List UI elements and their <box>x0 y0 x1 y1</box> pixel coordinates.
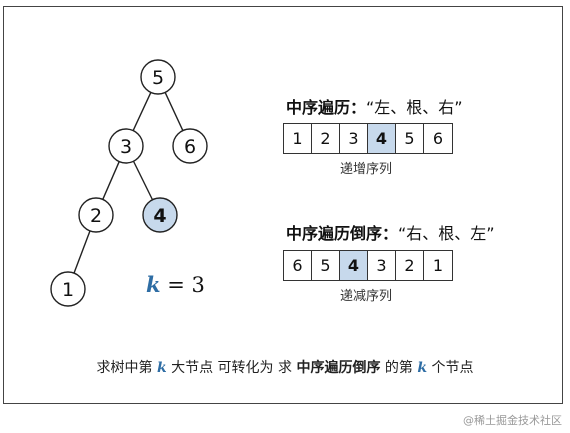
sequence-cell: 6 <box>432 129 444 148</box>
note-k-1: k <box>156 360 167 376</box>
tree-node-2 <box>78 197 114 233</box>
tree-node-3 <box>108 128 144 164</box>
tree-node-label: 4 <box>153 205 166 227</box>
tree-node-label: 3 <box>120 136 132 158</box>
tree-node-6 <box>172 128 208 164</box>
note-k-2: k <box>417 360 428 376</box>
tree-edge <box>164 92 184 131</box>
k-value: = 3 <box>160 273 205 297</box>
sequence-cell: 2 <box>312 124 340 153</box>
tree-node-label: 2 <box>90 205 102 227</box>
inorder-caption: 递增序列 <box>340 162 393 177</box>
tree-node-4 <box>142 197 178 233</box>
tree-edge <box>73 230 91 274</box>
inorder-heading-bold: 中序遍历： <box>286 98 367 117</box>
tree-node-label: 5 <box>152 67 164 89</box>
inorder-heading: 中序遍历：“左、根、右” <box>286 94 463 118</box>
note-part-3: 的第 <box>380 360 418 376</box>
tree-node-label: 1 <box>62 279 74 301</box>
sequence-cell: 3 <box>368 251 396 280</box>
bottom-note: 求树中第 k 大节点 可转化为 求 中序遍历倒序 的第 k 个节点 <box>0 357 570 377</box>
reverse-heading-rule: “右、根、左” <box>398 224 495 243</box>
sequence-cell: 4 <box>340 251 368 280</box>
note-part-1: 求树中第 <box>96 360 157 376</box>
sequence-cell: 4 <box>368 124 396 153</box>
tree-edge <box>132 92 152 131</box>
sequence-cell: 3 <box>340 124 368 153</box>
tree-node-label: 6 <box>184 136 196 158</box>
sequence-cell: 1 <box>284 124 312 153</box>
sequence-cell: 1 <box>432 256 444 275</box>
reverse-inorder-heading: 中序遍历倒序：“右、根、左” <box>286 220 495 244</box>
tree-edge <box>102 161 120 200</box>
inorder-heading-rule: “左、根、右” <box>366 98 463 117</box>
tree-node-1 <box>50 271 86 307</box>
sequence-cell: 5 <box>396 124 424 153</box>
k-variable: k <box>146 272 161 297</box>
watermark: @稀土掘金技术社区 <box>463 414 562 427</box>
k-equation: k = 3 <box>146 272 205 297</box>
sequence-cell: 6 <box>284 251 312 280</box>
reverse-inorder-caption: 递减序列 <box>340 289 393 304</box>
note-part-2: 大节点 可转化为 求 <box>166 360 297 376</box>
tree-edge <box>132 160 154 201</box>
reverse-heading-bold: 中序遍历倒序： <box>286 224 399 243</box>
note-bold: 中序遍历倒序 <box>296 360 381 376</box>
sequence-cell: 2 <box>396 251 424 280</box>
sequence-cell: 5 <box>312 251 340 280</box>
note-part-4: 个节点 <box>427 360 474 376</box>
tree-node-5 <box>140 59 176 95</box>
